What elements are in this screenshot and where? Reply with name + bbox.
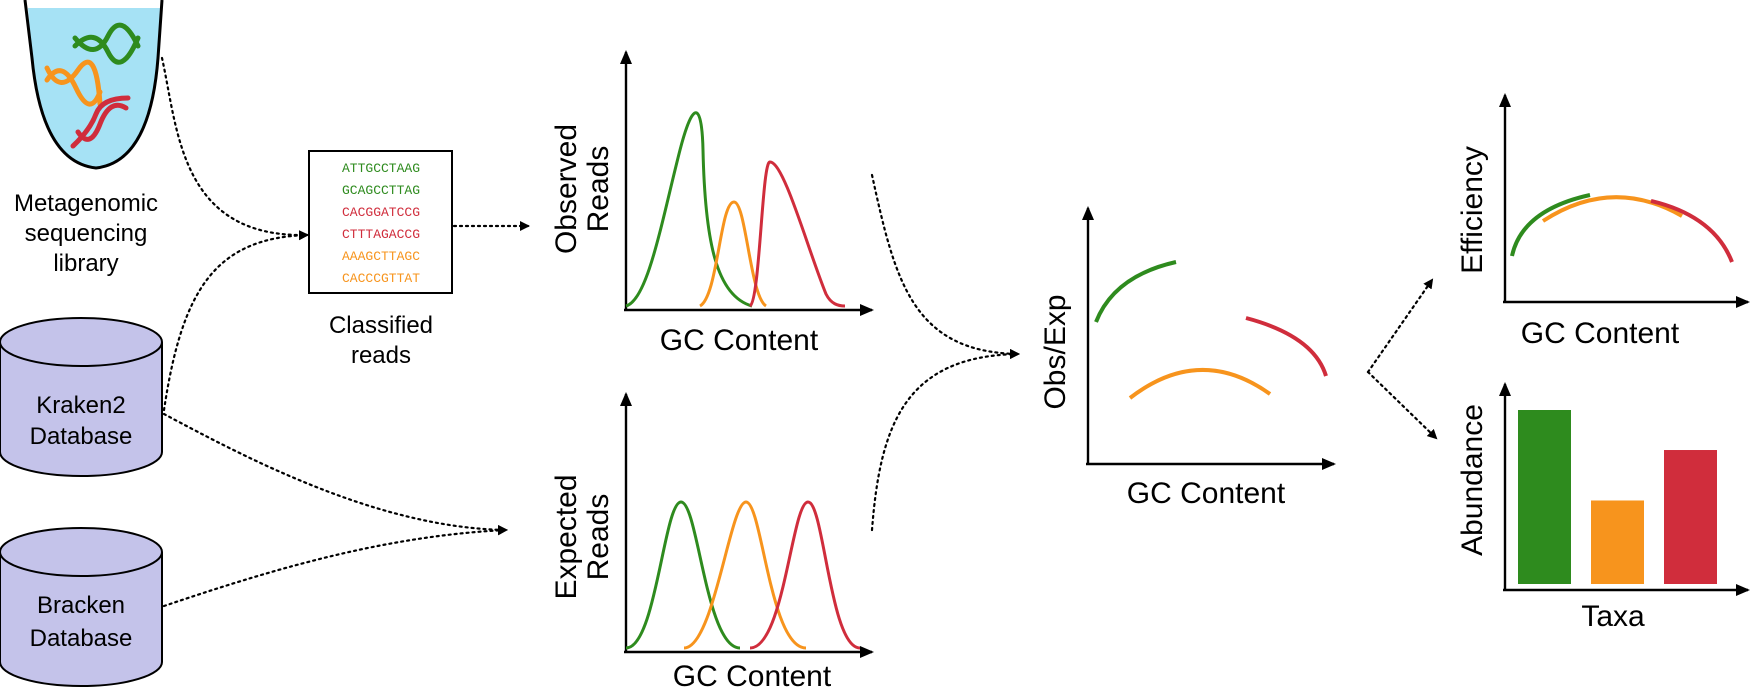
observed-x-label: GC Content xyxy=(660,324,819,357)
efficiency-curve-green xyxy=(1510,193,1591,257)
arrow-bracken-to-expected xyxy=(162,525,508,608)
read-sequence: CTTTAGACCG xyxy=(342,227,420,242)
classified-reads-box xyxy=(308,150,453,294)
expected-curve-green xyxy=(625,500,741,650)
bracken-database-label-line-2: Database xyxy=(30,625,133,652)
ratio-y-label: Obs/Exp xyxy=(1039,294,1072,409)
observed-reads-plot: Observed Reads GC Content xyxy=(550,50,874,357)
kraken2-database-icon xyxy=(0,317,163,477)
read-sequence: AAAGCTTAGC xyxy=(342,249,420,264)
library-label-line-3: library xyxy=(53,250,118,277)
obs-exp-plot: Obs/Exp GC Content xyxy=(1039,206,1336,510)
arrow-kraken2-to-expected xyxy=(162,412,508,535)
abundance-bar-orange xyxy=(1591,500,1644,584)
observed-curve-orange xyxy=(698,200,768,308)
efficiency-curve-red xyxy=(1650,199,1734,263)
arrow-ratio-to-efficiency xyxy=(1366,278,1434,374)
observed-curve-green xyxy=(625,111,753,308)
read-sequence: GCAGCCTTAG xyxy=(342,183,420,198)
ratio-curve-red xyxy=(1245,316,1328,377)
observed-curve-red xyxy=(748,160,846,308)
read-sequence: CACGGATCCG xyxy=(342,205,420,220)
observed-y-label-line-1: Observed xyxy=(550,124,583,254)
classified-reads-caption-line-2: reads xyxy=(351,342,411,369)
arrow-expected-to-ratio xyxy=(870,349,1020,532)
abundance-y-label: Abundance xyxy=(1456,404,1489,556)
expected-y-label-line-1: Expected xyxy=(550,474,583,599)
abundance-bar-red xyxy=(1664,450,1717,584)
read-sequence: CACCCGTTAT xyxy=(342,271,420,286)
bracken-database-label-line-1: Bracken xyxy=(37,592,125,619)
abundance-bars xyxy=(1518,410,1717,584)
dna-orange-icon xyxy=(44,59,103,107)
expected-curve-red xyxy=(749,500,861,650)
classified-reads-caption-line-1: Classified xyxy=(329,312,433,339)
ratio-curve-orange xyxy=(1128,368,1272,400)
abundance-plot: Abundance Taxa xyxy=(1456,382,1750,633)
arrow-library-to-reads xyxy=(160,56,309,241)
expected-reads-plot: Expected Reads GC Content xyxy=(550,392,874,688)
kraken2-database-label-line-1: Kraken2 xyxy=(36,392,125,419)
dna-green-icon xyxy=(72,22,141,65)
expected-y-label-line-2: Reads xyxy=(582,494,615,581)
library-label-line-2: sequencing xyxy=(25,220,148,247)
library-label-line-1: Metagenomic xyxy=(14,190,158,217)
efficiency-y-label: Efficiency xyxy=(1456,146,1489,274)
ratio-x-label: GC Content xyxy=(1127,477,1286,510)
efficiency-x-label: GC Content xyxy=(1521,317,1680,350)
expected-y-label: Expected Reads xyxy=(550,474,615,599)
read-sequence: ATTGCCTAAG xyxy=(342,161,420,176)
arrow-kraken2-to-reads xyxy=(162,230,309,412)
efficiency-curve-orange xyxy=(1541,195,1683,223)
expected-x-label: GC Content xyxy=(673,660,832,688)
abundance-bar-green xyxy=(1518,410,1571,584)
bracken-database-icon xyxy=(0,527,163,687)
arrow-ratio-to-abundance xyxy=(1366,370,1438,440)
arrow-observed-to-ratio xyxy=(870,173,1020,359)
kraken2-database-label-line-2: Database xyxy=(30,423,133,450)
sequencing-tube xyxy=(23,0,164,170)
tube-liquid xyxy=(28,8,160,168)
ratio-curve-green xyxy=(1094,260,1177,323)
observed-y-label: Observed Reads xyxy=(550,124,615,254)
efficiency-plot: Efficiency GC Content xyxy=(1456,93,1750,350)
tube-outline xyxy=(23,0,164,170)
expected-curve-orange xyxy=(683,500,807,650)
observed-y-label-line-2: Reads xyxy=(582,146,615,233)
workflow-connectors xyxy=(160,56,1438,608)
abundance-x-label: Taxa xyxy=(1581,600,1645,633)
dna-red-icon xyxy=(70,95,131,149)
read-sequence-list: ATTGCCTAAG GCAGCCTTAG CACGGATCCG CTTTAGACCG… xyxy=(342,161,420,286)
